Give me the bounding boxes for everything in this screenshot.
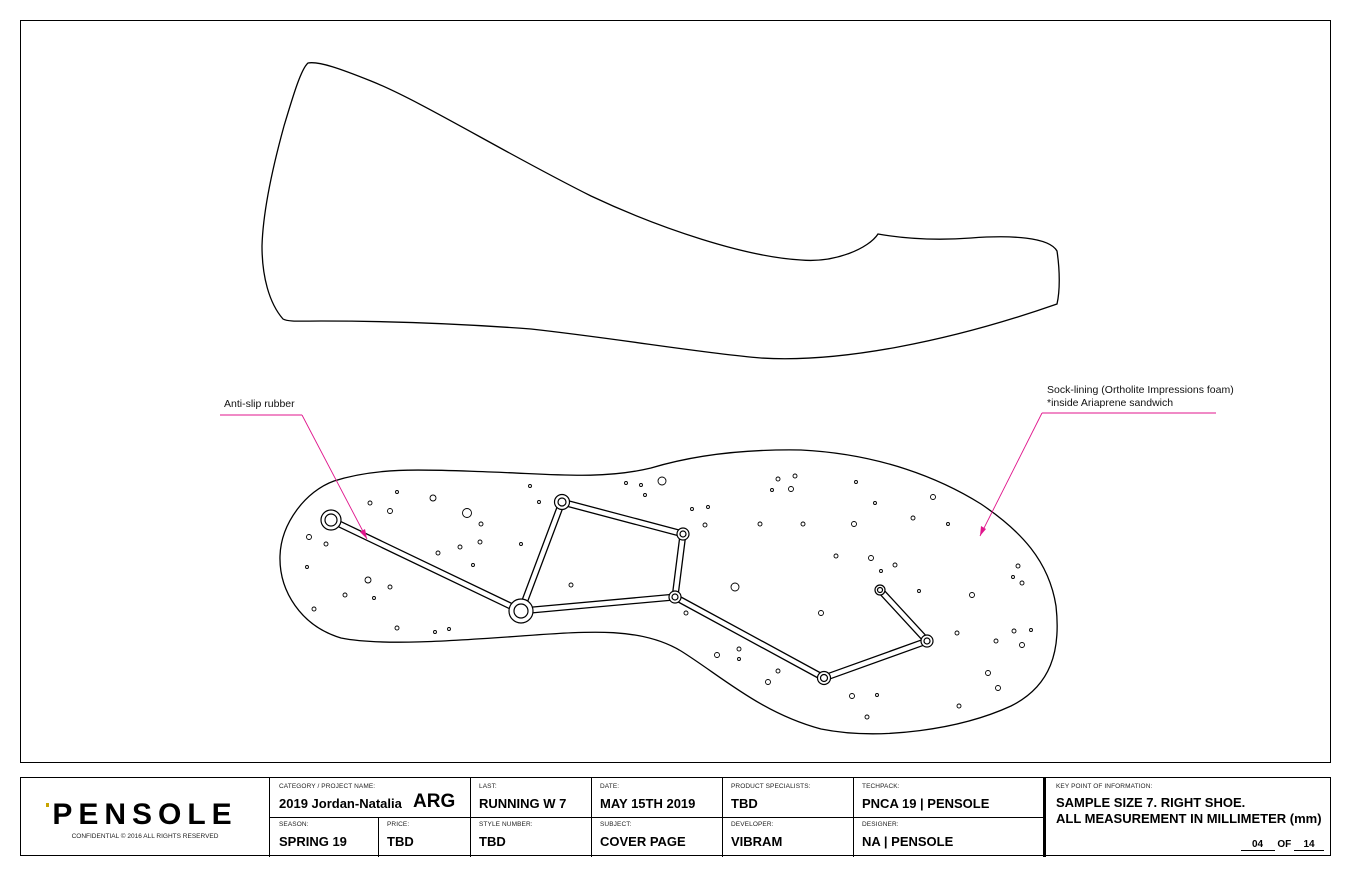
foam-texture-dots bbox=[305, 473, 1033, 720]
callout-arrow-anti-slip bbox=[360, 529, 367, 539]
last-label: LAST: bbox=[479, 783, 497, 790]
outsole-outline bbox=[279, 449, 1058, 735]
season-label: SEASON: bbox=[279, 821, 309, 828]
style-number-label: STYLE NUMBER: bbox=[479, 821, 533, 828]
drawing-canvas bbox=[220, 62, 1216, 735]
techpack-label: TECHPACK: bbox=[862, 783, 900, 790]
callout-leaders bbox=[220, 412, 1216, 540]
style-number-value: TBD bbox=[479, 834, 506, 849]
techpack-value: PNCA 19 | PENSOLE bbox=[862, 796, 990, 811]
developer-label: DEVELOPER: bbox=[731, 821, 774, 828]
page-of: OF bbox=[1277, 839, 1292, 850]
rubber-pod-nodes bbox=[320, 493, 934, 686]
callout-sock-lining-line1: Sock-lining (Ortholite Impressions foam) bbox=[1047, 384, 1234, 396]
category-tag: ARG bbox=[413, 791, 456, 812]
brand-logo: PENSOLE bbox=[52, 798, 238, 831]
designer-value: NA | PENSOLE bbox=[862, 834, 954, 849]
last-value: RUNNING W 7 bbox=[479, 796, 567, 811]
key-info-cell: KEY POINT OF INFORMATION: SAMPLE SIZE 7.… bbox=[1046, 778, 1330, 855]
specialists-value: TBD bbox=[731, 796, 758, 811]
callout-anti-slip-rubber: Anti-slip rubber bbox=[224, 398, 295, 410]
page-total: 14 bbox=[1294, 839, 1324, 851]
key-info-line2: ALL MEASUREMENT IN MILLIMETER (mm) bbox=[1056, 811, 1322, 826]
subject-label: SUBJECT: bbox=[600, 821, 632, 828]
drawing-frame bbox=[20, 20, 1331, 763]
category-label: CATEGORY / PROJECT NAME: bbox=[279, 783, 376, 790]
title-block: PENSOLE CONFIDENTIAL © 2016 ALL RIGHTS R… bbox=[20, 777, 1331, 857]
page-current: 04 bbox=[1240, 839, 1275, 851]
callout-sock-lining-line2: *inside Ariaprene sandwich bbox=[1047, 397, 1174, 409]
logo-accent-mark bbox=[46, 803, 49, 807]
key-info-label: KEY POINT OF INFORMATION: bbox=[1056, 783, 1153, 790]
confidential-notice: CONFIDENTIAL © 2016 ALL RIGHTS RESERVED bbox=[71, 833, 219, 840]
key-info-line1: SAMPLE SIZE 7. RIGHT SHOE. bbox=[1056, 795, 1246, 810]
anti-slip-rubber-connectors bbox=[327, 498, 931, 682]
specialists-label: PRODUCT SPECIALISTS: bbox=[731, 783, 811, 790]
date-value: MAY 15TH 2019 bbox=[600, 796, 696, 811]
designer-label: DESIGNER: bbox=[862, 821, 899, 828]
season-value: SPRING 19 bbox=[279, 834, 347, 849]
page-counter: 04 OF 14 bbox=[1240, 839, 1324, 851]
callout-arrow-sock-lining bbox=[980, 526, 986, 536]
category-value: 2019 Jordan-Natalia bbox=[279, 796, 402, 811]
price-value: TBD bbox=[387, 834, 414, 849]
shoe-side-profile bbox=[261, 62, 1060, 360]
logo-cell: PENSOLE CONFIDENTIAL © 2016 ALL RIGHTS R… bbox=[21, 778, 269, 857]
subject-value: COVER PAGE bbox=[600, 834, 686, 849]
key-info-value: SAMPLE SIZE 7. RIGHT SHOE. ALL MEASUREME… bbox=[1056, 795, 1322, 827]
date-label: DATE: bbox=[600, 783, 620, 790]
developer-value: VIBRAM bbox=[731, 834, 783, 849]
price-label: PRICE: bbox=[387, 821, 410, 828]
